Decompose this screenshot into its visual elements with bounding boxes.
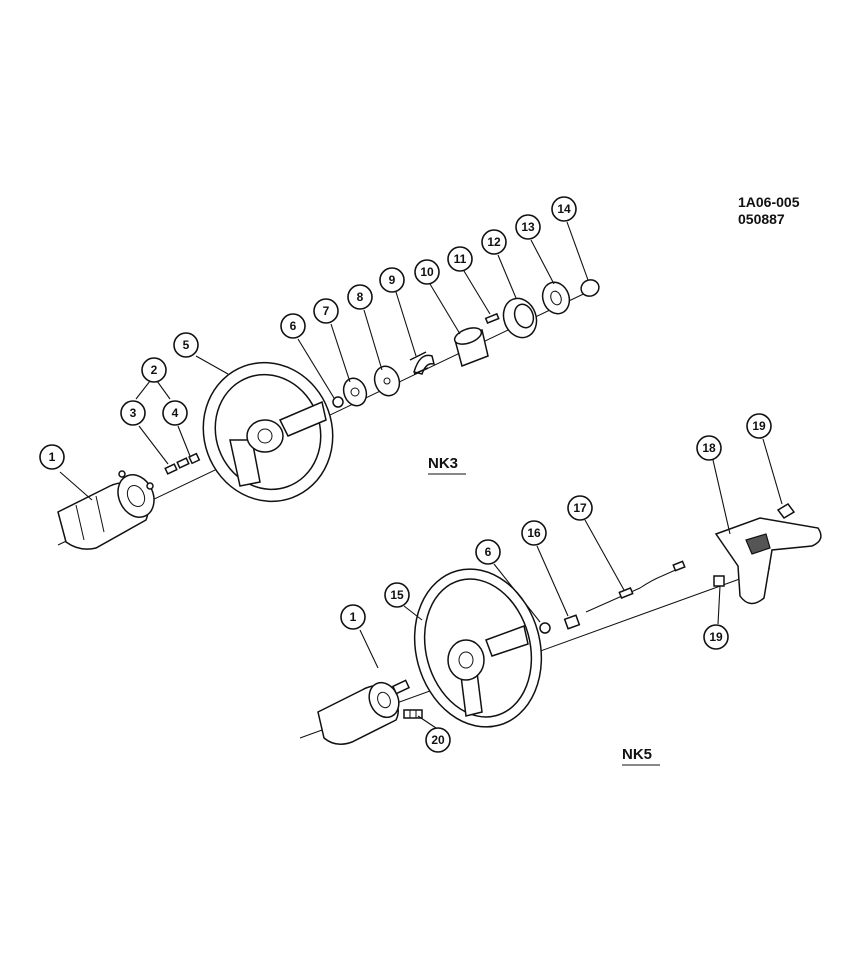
nk5-assembly: NK5 [299,503,822,766]
svg-text:4: 4 [172,406,179,420]
nk3-cup-10 [453,327,489,367]
callout: 6 [280,313,306,339]
drawing-code-line-1: 1A06-005 [738,194,800,210]
callout: 20 [425,727,451,753]
svg-text:19: 19 [709,630,723,644]
nk3-ring-13 [541,281,571,315]
callout: 10 [414,259,440,285]
svg-text:3: 3 [130,406,137,420]
svg-text:19: 19 [752,419,766,433]
callout: 5 [173,332,199,358]
callout: 9 [379,267,405,293]
nk5-nut-6 [539,622,551,634]
nk3-steering-column [57,470,155,550]
nk5-bolt-20 [403,709,423,719]
nk3-pin-11 [484,312,500,325]
callout: 18 [696,435,722,461]
svg-text:15: 15 [390,588,404,602]
svg-text:8: 8 [357,290,364,304]
svg-text:11: 11 [454,252,467,266]
svg-text:10: 10 [420,265,434,279]
svg-text:20: 20 [431,733,445,747]
leader-lines [59,221,783,729]
svg-text:1: 1 [49,450,56,464]
nk3-cap-14 [580,279,600,297]
svg-text:9: 9 [389,273,396,287]
callout: 8 [347,284,373,310]
nk5-fastener-19-lower [713,575,725,587]
nk5-steering-column [317,679,411,745]
nk3-steering-wheel [202,361,334,503]
callout: 7 [313,298,339,324]
callout: 6 [475,539,501,565]
svg-text:2: 2 [151,363,158,377]
callout: 1 [39,444,65,470]
nk3-disc-8 [373,365,401,397]
svg-text:1: 1 [350,610,357,624]
svg-text:6: 6 [485,545,492,559]
nk3-hardware-3-4 [164,452,201,475]
callout: 19 [746,413,772,439]
callout: 16 [521,520,547,546]
nk3-hub-collar-12 [502,297,538,339]
svg-text:6: 6 [290,319,297,333]
nk3-variant-label: NK3 [428,455,458,472]
nk3-bracket-9 [409,351,436,375]
nk3-plate-7 [342,377,368,407]
callout: 14 [551,196,577,222]
callout: 1 [340,604,366,630]
nk5-clip-16 [563,614,581,630]
callout: 4 [162,400,188,426]
callout: 15 [384,582,410,608]
nk5-horn-wiring-17 [585,567,681,613]
nk5-fastener-19-upper [776,503,796,519]
nk3-nut-6 [332,396,344,408]
nk3-assembly: NK3 [57,279,600,550]
svg-text:12: 12 [487,235,501,249]
callout: 11 [447,246,473,272]
svg-text:14: 14 [557,202,571,216]
nk5-variant-label: NK5 [622,746,652,763]
callout: 17 [567,495,593,521]
svg-text:17: 17 [573,501,587,515]
callout: 2 [141,357,167,383]
callout: 3 [120,400,146,426]
callout: 13 [515,214,541,240]
svg-text:7: 7 [323,304,330,318]
svg-text:13: 13 [521,220,535,234]
svg-text:5: 5 [183,338,190,352]
callout: 19 [703,624,729,650]
callout: 12 [481,229,507,255]
svg-text:18: 18 [702,441,716,455]
nk5-horn-pad-18 [714,517,822,605]
drawing-code-line-2: 050887 [738,211,785,227]
nk5-steering-wheel [413,568,543,728]
svg-text:16: 16 [527,526,541,540]
